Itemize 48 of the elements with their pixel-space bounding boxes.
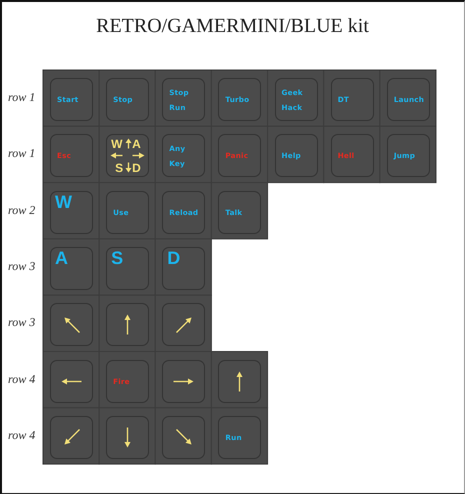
keycap xyxy=(330,78,374,121)
keycap xyxy=(106,78,150,121)
keycap xyxy=(162,416,206,459)
row-label: row 3 xyxy=(8,315,36,330)
keycap xyxy=(162,246,206,290)
keycap xyxy=(106,190,150,234)
keycap xyxy=(218,360,262,402)
keycap xyxy=(50,303,93,346)
key-legend: D xyxy=(167,248,180,267)
keycap xyxy=(106,416,150,459)
keycap xyxy=(50,360,93,402)
keycap xyxy=(162,134,206,178)
key-legend: D xyxy=(132,162,141,174)
keycap xyxy=(386,134,430,178)
row-label: row 2 xyxy=(8,202,36,217)
keycap xyxy=(106,134,150,178)
row-label: row 1 xyxy=(8,90,36,104)
key-legend: S xyxy=(115,162,124,174)
keycap xyxy=(106,360,150,402)
key-legend: S xyxy=(111,248,124,267)
row-label: row 1 xyxy=(8,146,36,160)
keycap xyxy=(106,303,150,346)
row-label: row 3 xyxy=(8,259,36,274)
keycap xyxy=(218,134,262,178)
keycap xyxy=(218,416,262,459)
keycap xyxy=(50,134,93,178)
keycap xyxy=(50,78,93,121)
keycap xyxy=(274,78,318,121)
title: RETRO/GAMERMINI/BLUE kit xyxy=(96,14,369,38)
key-legend: W xyxy=(55,192,72,211)
key-legend: A xyxy=(132,138,141,150)
keycap xyxy=(218,78,262,121)
keycap xyxy=(50,190,93,234)
key-legend: W xyxy=(111,138,122,150)
keycap xyxy=(386,78,430,121)
keycap xyxy=(274,134,318,178)
row-label: row 4 xyxy=(8,372,36,386)
keycap xyxy=(50,246,93,290)
keycap xyxy=(330,134,374,178)
keycap xyxy=(50,416,93,459)
key-legend: A xyxy=(55,248,68,267)
keycap xyxy=(106,246,150,290)
keycap xyxy=(162,303,206,346)
keycap xyxy=(162,78,206,121)
keycap xyxy=(218,190,262,234)
row-label: row 4 xyxy=(8,428,36,442)
keycap xyxy=(162,360,206,402)
keycap xyxy=(162,190,206,234)
